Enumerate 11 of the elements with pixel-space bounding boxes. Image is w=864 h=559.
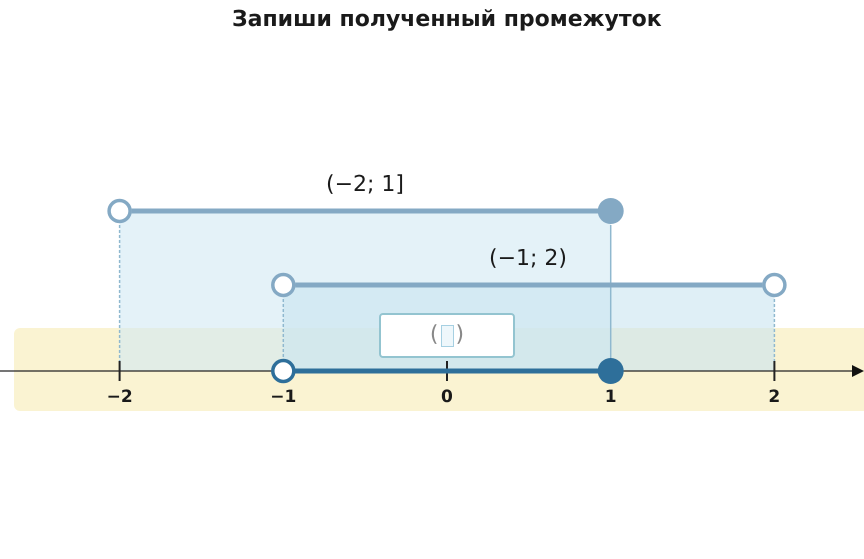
title: Запиши полученный промежуток (232, 6, 662, 32)
parenthesis: ) (456, 323, 464, 348)
interval-label: (−2; 1] (326, 172, 404, 197)
tick-label: −1 (270, 388, 296, 408)
tick-label: 0 (441, 388, 453, 408)
interval-label: (−1; 2) (489, 246, 567, 271)
parenthesis: ( (430, 323, 438, 348)
answer-box (379, 313, 515, 358)
tick-label: 1 (604, 388, 617, 408)
tick-label: 2 (768, 388, 780, 408)
tick-label: −2 (106, 388, 133, 408)
